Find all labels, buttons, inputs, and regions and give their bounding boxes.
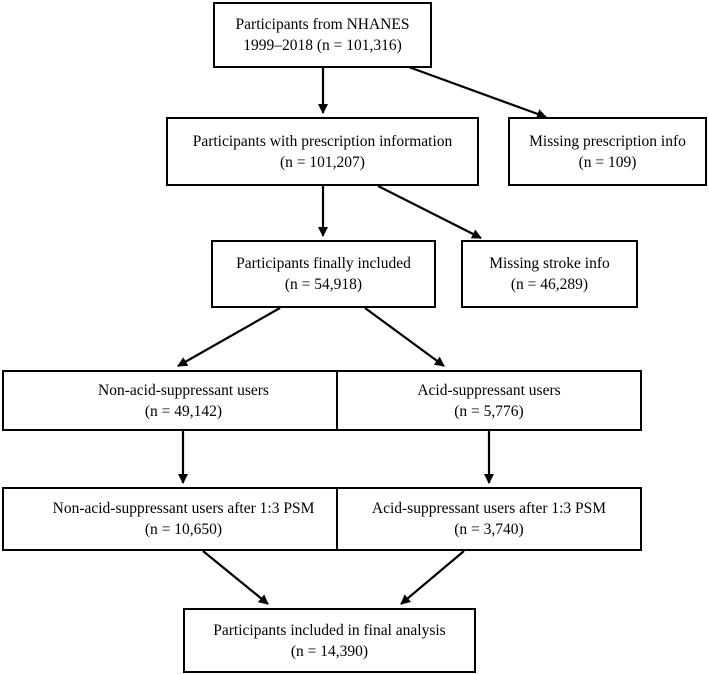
arrow-included-to-non-acid <box>177 307 281 367</box>
box-nhanes-line1: Participants from NHANES <box>235 16 410 33</box>
box-nhanes-participants: Participants from NHANES 1999–2018 (n = … <box>213 2 432 68</box>
box-non-acid-line2: (n = 49,142) <box>144 402 223 420</box>
box-acid-psm-line2: (n = 3,740) <box>454 521 524 538</box>
box-finally-included-line2: (n = 54,918) <box>284 276 363 293</box>
box-final-analysis: Participants included in final analysis … <box>183 608 476 673</box>
box-prescription-info: Participants with prescription informati… <box>166 117 479 186</box>
arrow-included-to-acid <box>364 307 445 367</box>
box-acid-users: Acid-suppressant users (n = 5,776) <box>336 370 642 431</box>
arrow-acid-psm-to-final <box>400 550 465 605</box>
box-missing-prescription-line2: (n = 109) <box>578 153 637 171</box>
arrow-nhanes-to-missing-rx <box>394 60 547 119</box>
box-missing-prescription: Missing prescription info (n = 109) <box>508 117 707 186</box>
box-finally-included-line1: Participants finally included <box>236 255 411 272</box>
box-non-acid-line1: Non-acid-suppressant users <box>98 381 269 399</box>
box-non-acid-psm-line1: Non-acid-suppressant users after 1:3 PSM <box>52 500 315 517</box>
box-final-analysis-line1: Participants included in final analysis <box>213 621 446 639</box>
box-missing-stroke-line2: (n = 46,289) <box>510 276 589 293</box>
box-non-acid-psm-line2: (n = 10,650) <box>144 521 223 538</box>
box-acid-line1: Acid-suppressant users <box>417 381 561 399</box>
box-missing-stroke-line1: Missing stroke info <box>489 255 610 272</box>
box-non-acid-users: Non-acid-suppressant users (n = 49,142) <box>2 370 365 431</box>
box-finally-included: Participants finally included (n = 54,91… <box>211 240 436 308</box>
box-missing-stroke: Missing stroke info (n = 46,289) <box>461 240 638 308</box>
box-acid-line2: (n = 5,776) <box>454 402 524 420</box>
box-acid-psm: Acid-suppressant users after 1:3 PSM (n … <box>336 487 642 551</box>
box-prescription-line2: (n = 101,207) <box>280 153 365 171</box>
box-acid-psm-line1: Acid-suppressant users after 1:3 PSM <box>371 500 607 517</box>
box-non-acid-psm: Non-acid-suppressant users after 1:3 PSM… <box>2 487 365 551</box>
arrow-prescription-to-missing-stroke <box>377 185 482 239</box>
box-prescription-line1: Participants with prescription informati… <box>192 132 453 150</box>
box-nhanes-line2: 1999–2018 (n = 101,316) <box>243 37 402 54</box>
arrow-non-acid-psm-to-final <box>202 550 269 605</box>
box-final-analysis-line2: (n = 14,390) <box>290 642 369 660</box>
box-missing-prescription-line1: Missing prescription info <box>529 132 686 150</box>
